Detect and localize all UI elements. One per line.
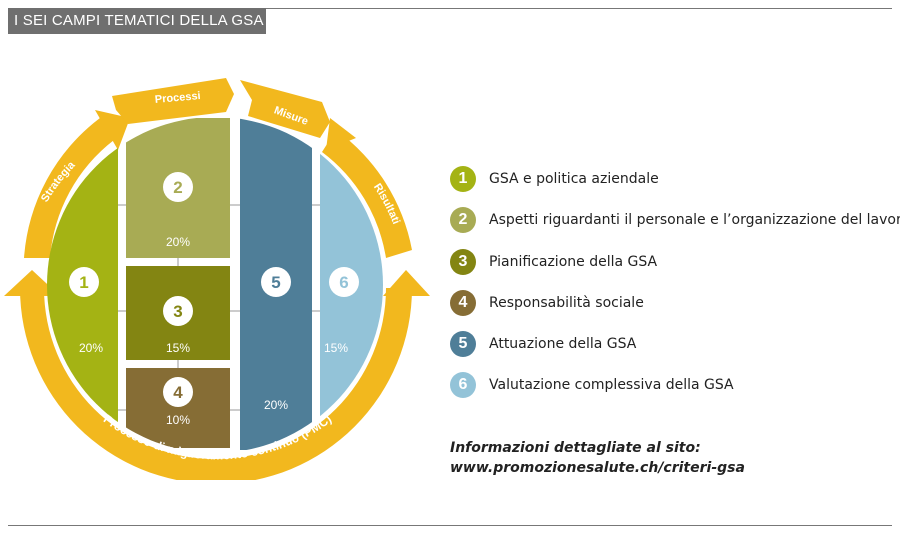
legend-label-2: Aspetti riguardanti il personale e l’org… (489, 212, 900, 228)
legend-badge-5: 5 (450, 331, 476, 357)
info-url[interactable]: www.promozionesalute.ch/criteri-gsa (450, 460, 745, 476)
segment-5-percent: 20% (264, 398, 288, 412)
bottom-rule (8, 525, 892, 526)
badge-2-number: 2 (173, 178, 182, 197)
legend-badge-6: 6 (450, 372, 476, 398)
legend-item-6: 6 Valutazione complessiva della GSA (450, 372, 734, 398)
badge-1-number: 1 (79, 273, 88, 292)
legend-label-6: Valutazione complessiva della GSA (489, 377, 734, 393)
ring-arrow-right (383, 270, 430, 296)
ring-arrow-left (4, 270, 60, 296)
ring-arrow-strategia (95, 110, 130, 150)
gsa-diagram: 1 2 3 4 5 6 20% 20% 15% 10% 20% 15% Proc… (4, 78, 430, 480)
badge-5-number: 5 (271, 273, 280, 292)
badge-1: 1 (69, 267, 99, 297)
segment-6-percent: 15% (324, 341, 348, 355)
legend-badge-3: 3 (450, 249, 476, 275)
ring-strategia-arc (24, 118, 114, 258)
badge-2: 2 (163, 172, 193, 202)
legend-badge-4: 4 (450, 290, 476, 316)
segment-3-percent: 15% (166, 341, 190, 355)
legend-label-5: Attuazione della GSA (489, 336, 637, 352)
legend-label-4: Responsabilità sociale (489, 295, 644, 311)
legend-item-5: 5 Attuazione della GSA (450, 331, 636, 357)
legend-badge-2: 2 (450, 207, 476, 233)
ring-misure-band (240, 80, 330, 138)
segment-1-percent: 20% (79, 341, 103, 355)
page-title: I SEI CAMPI TEMATICI DELLA GSA (8, 8, 266, 34)
info-heading: Informazioni dettagliate al sito: (450, 440, 701, 456)
badge-3: 3 (163, 296, 193, 326)
legend-item-2: 2 Aspetti riguardanti il personale e l’o… (450, 207, 900, 233)
badge-3-number: 3 (173, 302, 182, 321)
segment-4-percent: 10% (166, 413, 190, 427)
ring-bottom-arc (20, 288, 412, 480)
legend-label-1: GSA e politica aziendale (489, 171, 659, 187)
legend-item-1: 1 GSA e politica aziendale (450, 166, 659, 192)
connector-lines (118, 204, 320, 411)
badge-6-number: 6 (339, 273, 348, 292)
legend-label-3: Pianificazione della GSA (489, 254, 658, 270)
ring-risultati-arc (322, 130, 412, 258)
ring-arrow-risultati (326, 118, 356, 150)
top-rule (8, 8, 892, 9)
ring-processi-band (112, 78, 234, 124)
legend-item-4: 4 Responsabilità sociale (450, 290, 644, 316)
badge-4-number: 4 (173, 383, 183, 402)
segment-2-percent: 20% (166, 235, 190, 249)
pmc-ring (4, 78, 430, 480)
badge-4: 4 (163, 377, 193, 407)
legend-item-3: 3 Pianificazione della GSA (450, 249, 657, 275)
ring-label-processi: Processi (154, 90, 201, 106)
legend-badge-1: 1 (450, 166, 476, 192)
badge-6: 6 (329, 267, 359, 297)
badge-5: 5 (261, 267, 291, 297)
info-block: Informazioni dettagliate al sito: www.pr… (450, 438, 745, 478)
